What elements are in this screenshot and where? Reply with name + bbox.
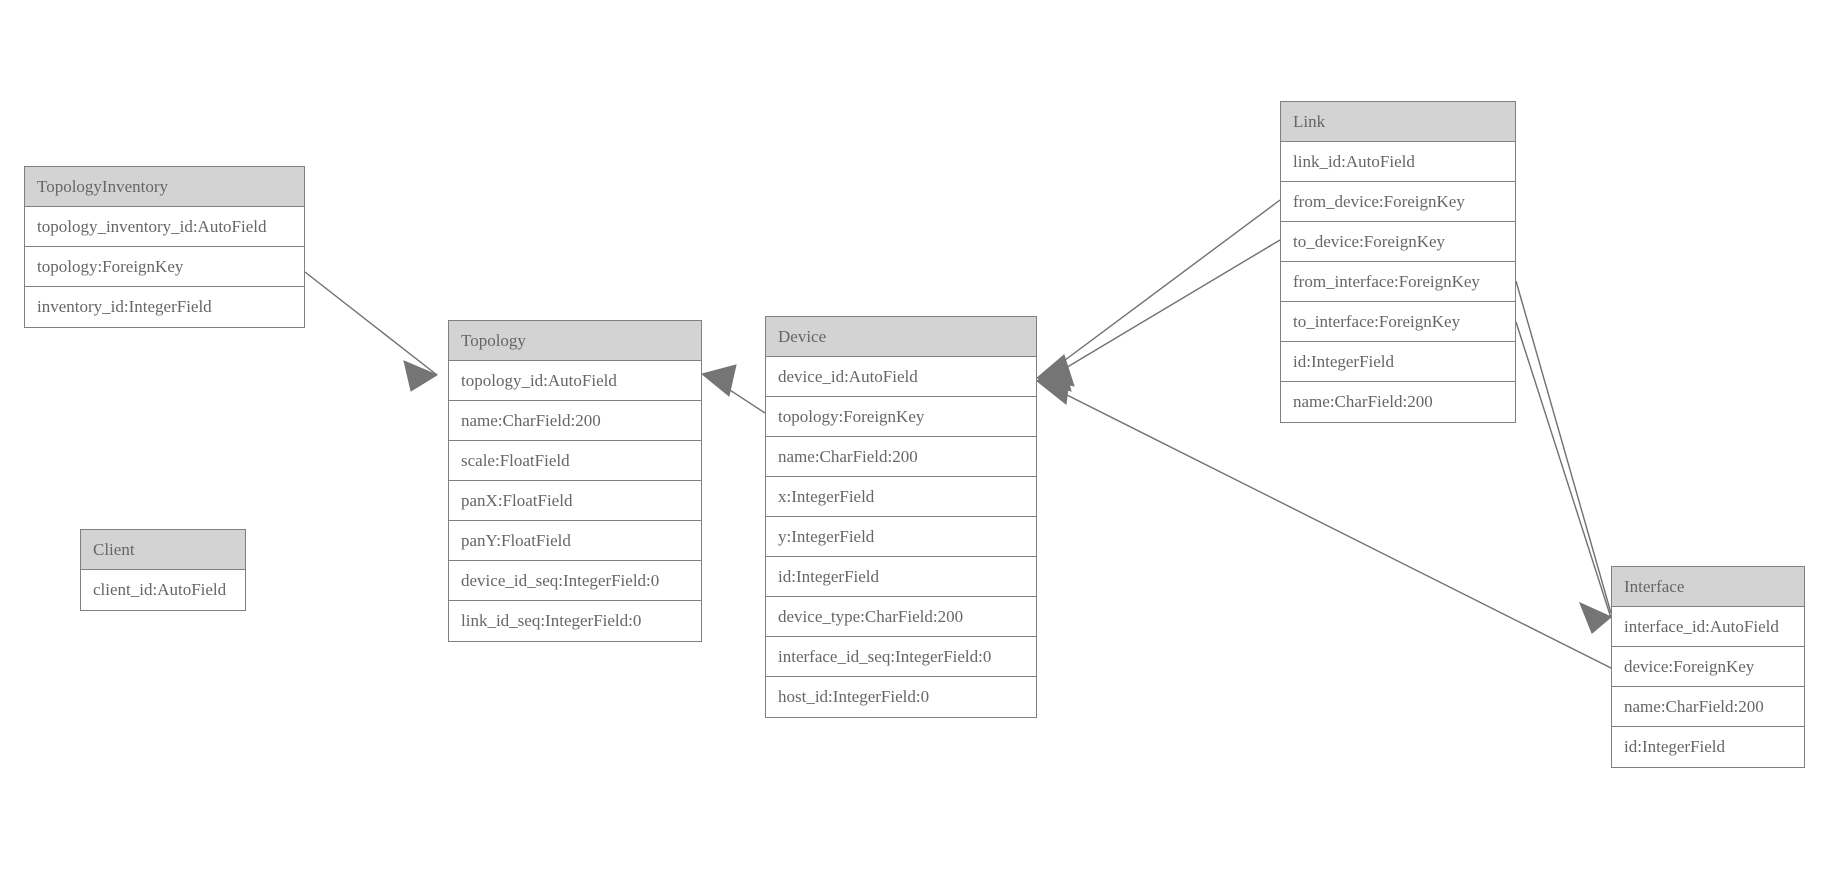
entity-title-link: Link: [1281, 102, 1515, 142]
entity-field-row[interactable]: name:CharField:200: [1612, 687, 1804, 727]
arrowhead-icon: [1579, 602, 1612, 634]
entity-field-row[interactable]: name:CharField:200: [449, 401, 701, 441]
entity-field-row[interactable]: topology:ForeignKey: [766, 397, 1036, 437]
entity-title-device: Device: [766, 317, 1036, 357]
relationship-line: [1048, 385, 1612, 669]
entity-field-row[interactable]: panX:FloatField: [449, 481, 701, 521]
entity-field-row[interactable]: device_id_seq:IntegerField:0: [449, 561, 701, 601]
arrowhead-icon: [1035, 373, 1071, 405]
arrowhead-icon: [1579, 602, 1612, 634]
entity-field-row[interactable]: name:CharField:200: [1281, 382, 1515, 422]
entity-field-row[interactable]: name:CharField:200: [766, 437, 1036, 477]
relationship-edge: to_interface:ForeignKey: [1515, 321, 1612, 634]
relationship-edge: from_device:ForeignKey: [1035, 199, 1281, 387]
entity-title-interface: Interface: [1612, 567, 1804, 607]
entity-title-topology_inventory: TopologyInventory: [25, 167, 304, 207]
entity-field-row[interactable]: device_id:AutoField: [766, 357, 1036, 397]
entity-field-row[interactable]: id:IntegerField: [1281, 342, 1515, 382]
entity-field-row[interactable]: inventory_id:IntegerField: [25, 287, 304, 327]
relationship-edge: topology:ForeignKey: [304, 271, 439, 392]
entity-field-row[interactable]: host_id:IntegerField:0: [766, 677, 1036, 717]
entity-field-row[interactable]: topology_inventory_id:AutoField: [25, 207, 304, 247]
entity-field-row[interactable]: y:IntegerField: [766, 517, 1036, 557]
entity-field-row[interactable]: link_id_seq:IntegerField:0: [449, 601, 701, 641]
relationship-line: [1048, 239, 1281, 379]
entity-field-row[interactable]: interface_id_seq:IntegerField:0: [766, 637, 1036, 677]
entity-field-row[interactable]: interface_id:AutoField: [1612, 607, 1804, 647]
entity-field-row[interactable]: scale:FloatField: [449, 441, 701, 481]
entity-field-row[interactable]: to_device:ForeignKey: [1281, 222, 1515, 262]
entity-field-row[interactable]: topology_id:AutoField: [449, 361, 701, 401]
arrowhead-icon: [700, 364, 737, 397]
entity-field-row[interactable]: id:IntegerField: [1612, 727, 1804, 767]
relationship-line: [712, 378, 766, 414]
entity-field-row[interactable]: topology:ForeignKey: [25, 247, 304, 287]
entity-field-row[interactable]: x:IntegerField: [766, 477, 1036, 517]
entity-title-topology: Topology: [449, 321, 701, 361]
entity-field-row[interactable]: client_id:AutoField: [81, 570, 245, 610]
entity-title-client: Client: [81, 530, 245, 570]
relationship-line: [1515, 321, 1612, 619]
arrowhead-icon: [1035, 354, 1075, 387]
arrowhead-icon: [1035, 359, 1072, 392]
entity-field-row[interactable]: to_interface:ForeignKey: [1281, 302, 1515, 342]
entity-field-row[interactable]: panY:FloatField: [449, 521, 701, 561]
arrowhead-icon: [403, 360, 439, 392]
relationship-edge: from_interface:ForeignKey: [1515, 280, 1612, 634]
relationship-line: [1515, 280, 1612, 614]
relationship-edge: topology:ForeignKey: [700, 364, 766, 414]
entity-field-row[interactable]: from_device:ForeignKey: [1281, 182, 1515, 222]
entity-field-row[interactable]: link_id:AutoField: [1281, 142, 1515, 182]
entity-field-row[interactable]: id:IntegerField: [766, 557, 1036, 597]
entity-field-row[interactable]: from_interface:ForeignKey: [1281, 262, 1515, 302]
entity-field-row[interactable]: device_type:CharField:200: [766, 597, 1036, 637]
relationship-edge: to_device:ForeignKey: [1035, 239, 1281, 392]
relationship-line: [304, 271, 438, 376]
entity-field-row[interactable]: device:ForeignKey: [1612, 647, 1804, 687]
relationship-line: [1048, 199, 1281, 373]
